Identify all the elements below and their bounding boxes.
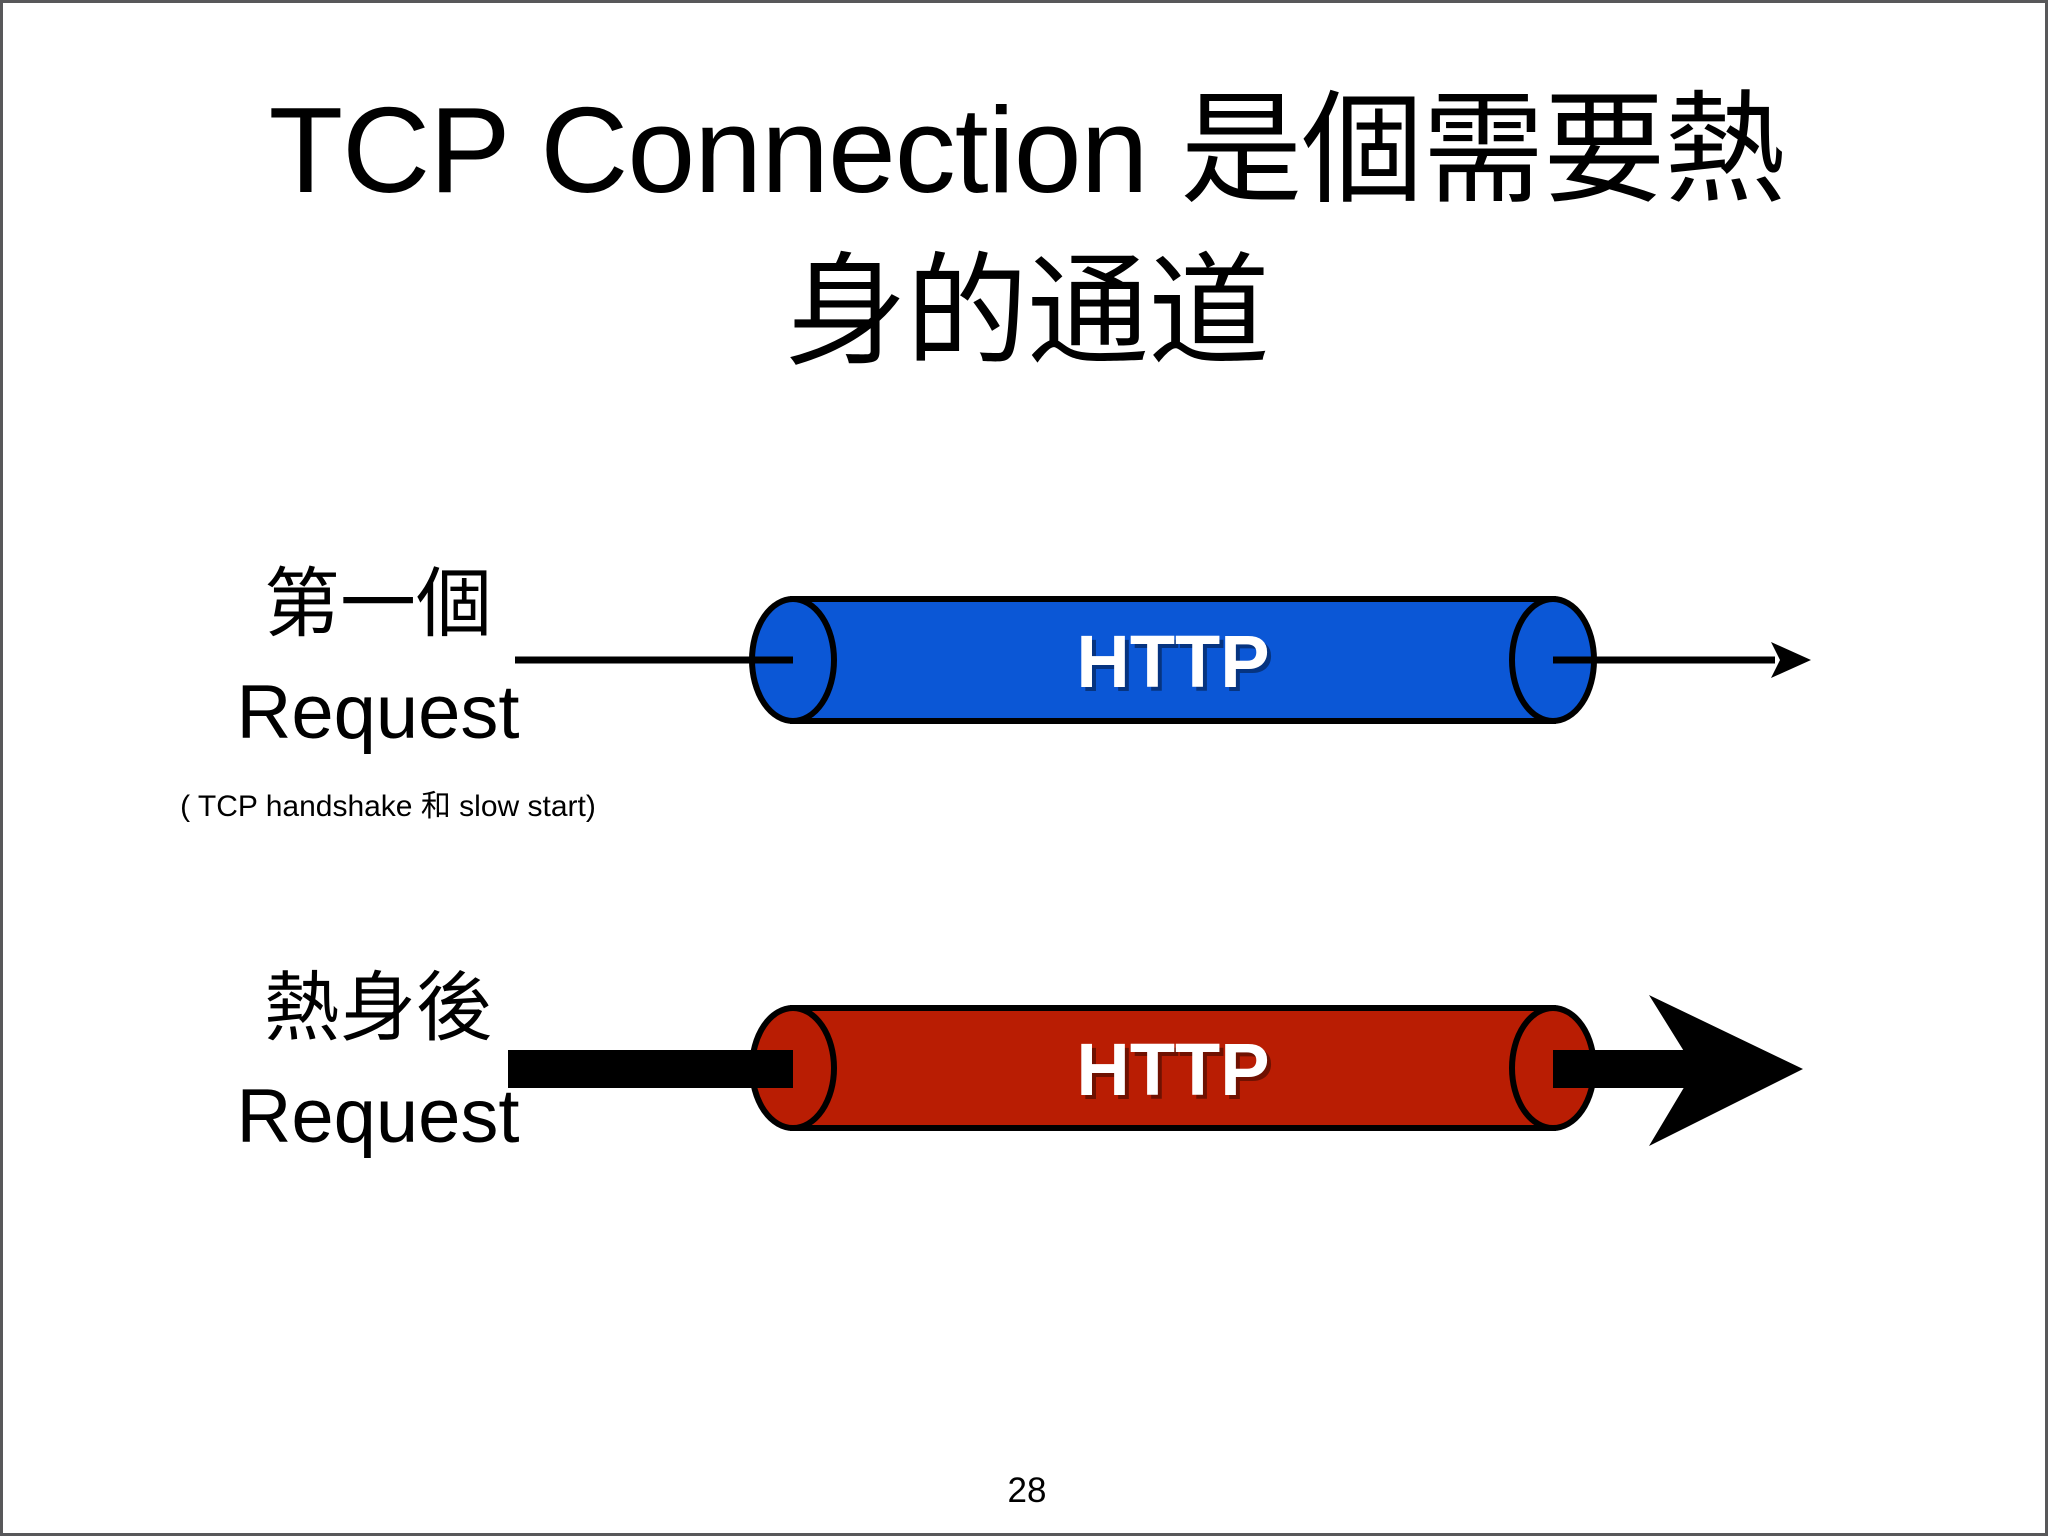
thick-arrowhead-icon — [1649, 995, 1803, 1146]
first-request-label-line1: 第一個 — [264, 562, 492, 647]
warmed-request-label-line1: 熱身後 — [264, 966, 492, 1051]
red-pipe-group: HTTP HTTP — [508, 995, 1803, 1146]
red-pipe-body — [790, 1005, 1556, 1131]
red-pipe-label: HTTP — [1076, 1028, 1269, 1111]
warmed-request-label-line2: Request — [236, 1073, 520, 1159]
first-request-label-line2: Request — [236, 669, 520, 755]
thick-line-in — [508, 1050, 793, 1088]
slide-title-line1: TCP Connection 是個需要熱 — [268, 82, 1787, 218]
blue-pipe-label: HTTP — [1076, 620, 1269, 703]
slide-title-line2: 身的通道 — [785, 244, 1270, 381]
first-request-label: 第一個 Request — [138, 551, 618, 767]
thick-arrow-tail — [1553, 1050, 1695, 1088]
warmed-request-label: 熱身後 Request — [138, 955, 618, 1171]
first-request-caption: ( TCP handshake 和 slow start) — [180, 790, 596, 823]
blue-pipe-label-shadow: HTTP — [1080, 624, 1273, 707]
pipes-diagram: HTTP HTTP HTTP HTTP — [508, 596, 1811, 1146]
slide-title: TCP Connection 是個需要熱 身的通道 — [3, 69, 2045, 394]
page-number: 28 — [1007, 1471, 1047, 1510]
blue-pipe-group: HTTP HTTP — [515, 596, 1811, 724]
red-pipe-label-shadow: HTTP — [1080, 1032, 1273, 1115]
thin-arrowhead-icon — [1771, 642, 1811, 678]
